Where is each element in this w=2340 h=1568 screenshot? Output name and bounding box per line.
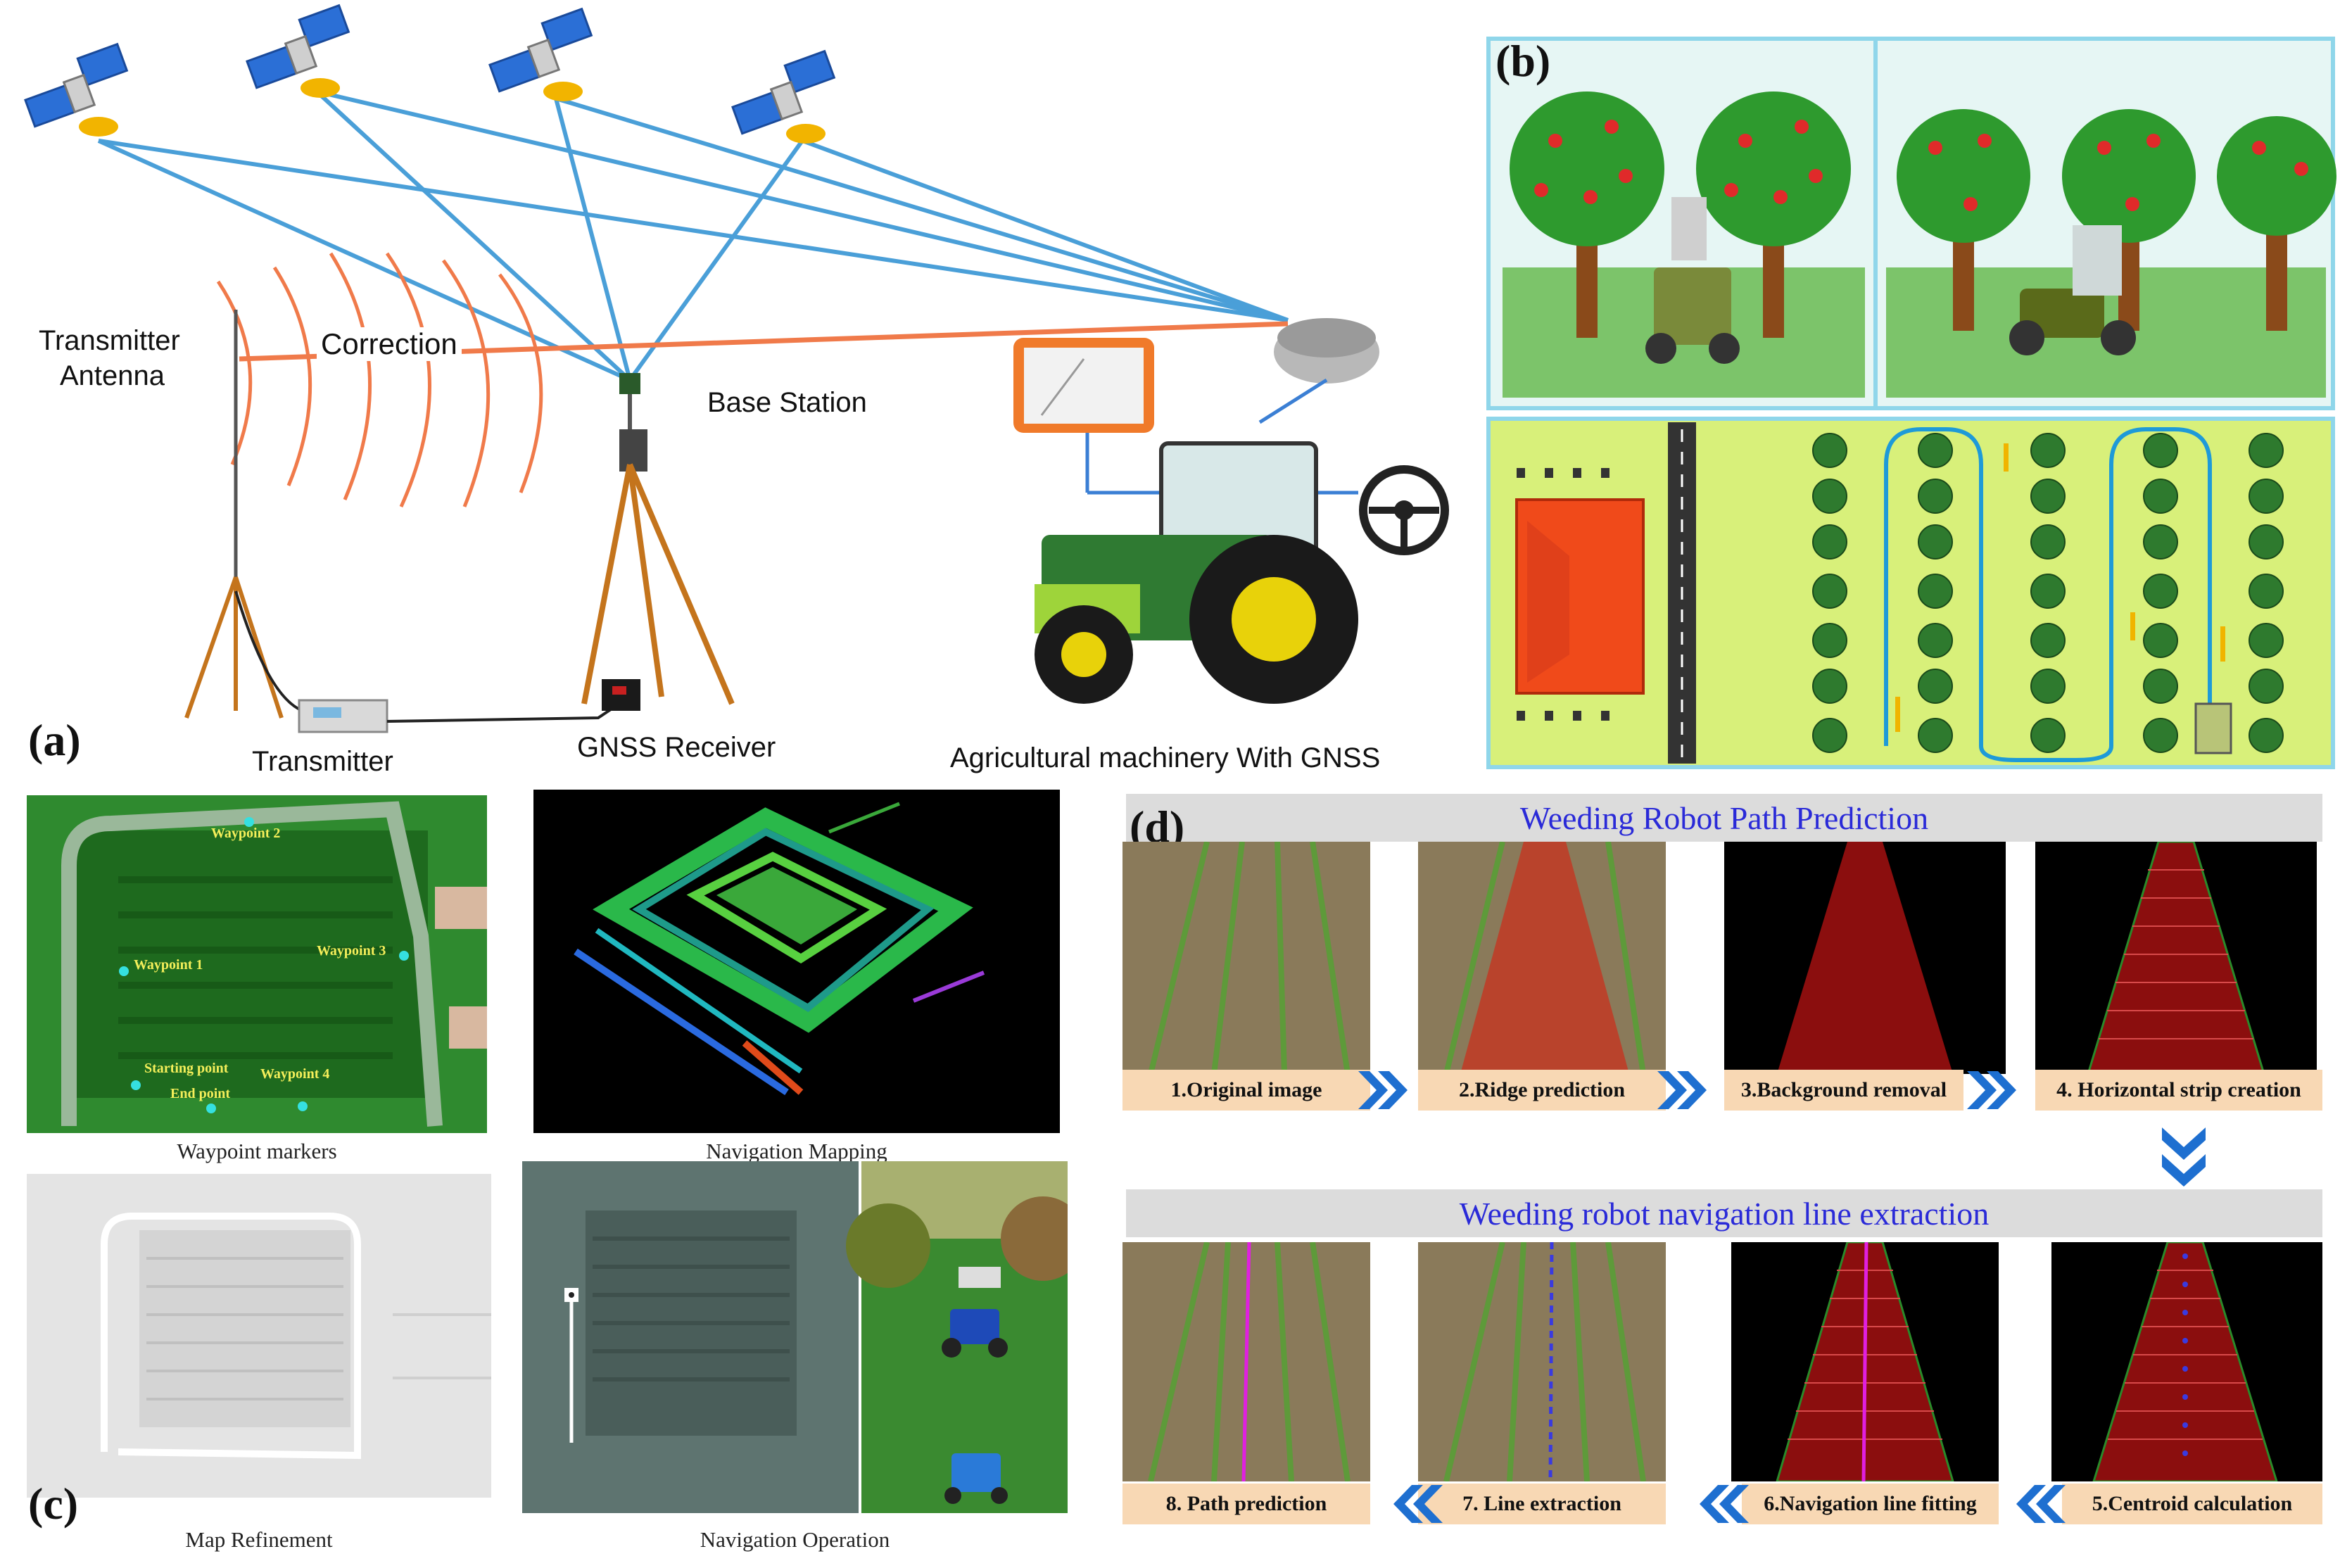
caption-waypoint-markers: Waypoint markers [177,1139,337,1163]
navigation-operation-image [522,1161,1068,1513]
panel-d: Weeding Robot Path Prediction (d) 1.Orig… [1119,788,2329,1562]
waypoint-label-end: End point [170,1086,231,1101]
panel-c: Waypoint 2 Waypoint 1 Waypoint 3 Startin… [0,781,1098,1568]
chevron-right-icon [1657,1071,1707,1109]
chevron-right-icon [1358,1071,1408,1109]
step-label-7: 7. Line extraction [1418,1484,1666,1524]
label-transmitter-antenna-1: Transmitter [39,325,180,356]
step-image-original [1122,842,1370,1074]
caption-map-refinement: Map Refinement [185,1527,333,1552]
step-image-background-removal [1724,842,2006,1074]
label-agricultural-machinery: Agricultural machinery With GNSS [950,742,1381,773]
correction-arcs [216,252,543,508]
gnss-receiver-icon [602,679,640,711]
label-base-station: Base Station [707,387,867,418]
waypoint-label-2: Waypoint 2 [211,826,281,841]
step-image-strip-creation [2035,842,2317,1074]
chevron-down-icon [2162,1127,2206,1187]
step-label-8: 8. Path prediction [1122,1484,1370,1524]
chevron-right-icon [1967,1071,2016,1109]
label-correction: Correction [317,327,462,361]
map-refinement-image [27,1174,491,1498]
satellite-icon [246,4,350,98]
base-station-tripod-icon [581,373,735,705]
steering-wheel-icon [1359,465,1449,555]
waypoint-label-1: Waypoint 1 [134,957,203,973]
tablet-icon [1013,338,1154,433]
chevron-left-icon [1700,1485,1749,1523]
panel-a-illustration [24,4,1449,733]
label-gnss-receiver: GNSS Receiver [577,732,776,763]
label-transmitter: Transmitter [252,746,393,777]
panel-c-letter: (c) [28,1479,79,1529]
label-transmitter-antenna-2: Antenna [60,360,165,391]
caption-navigation-operation: Navigation Operation [700,1527,890,1552]
step-image-line-fitting [1731,1242,1999,1481]
waypoint-label-4: Waypoint 4 [260,1066,330,1082]
step-image-ridge [1418,842,1666,1074]
plant-rows [1812,433,2284,753]
step-label-2: 2.Ridge prediction [1418,1070,1666,1111]
satellite-icon [24,42,129,137]
orchard-scene-2 [1886,109,2336,398]
banner-navigation-line-extraction: Weeding robot navigation line extraction [1126,1189,2322,1237]
field-map [1515,422,2284,764]
waypoint-map-image [27,795,487,1133]
step-image-line-extraction [1418,1242,1666,1481]
waypoint-label-start: Starting point [144,1061,229,1076]
panel-a-letter: (a) [28,715,81,765]
gnss-antenna-icon [1085,318,1379,495]
chevron-left-icon [2016,1485,2066,1523]
satellite-signal-lines [97,89,1289,382]
satellite-icon [731,49,836,144]
chevron-left-icon [1393,1485,1443,1523]
step-label-4: 4. Horizontal strip creation [2035,1070,2322,1111]
panel-b-illustration [1486,37,2336,769]
waypoint-label-3: Waypoint 3 [317,943,386,959]
orchard-scene-1 [1503,91,1865,398]
navigation-mapping-image [533,790,1060,1133]
banner-path-prediction: Weeding Robot Path Prediction [1126,794,2322,842]
transmitter-box-icon [298,699,621,733]
step-label-6: 6.Navigation line fitting [1742,1484,1999,1524]
satellite-icon [488,7,593,101]
step-label-1: 1.Original image [1122,1070,1370,1111]
panel-a: (a) Transmitter Antenna Correction Base … [0,0,1464,781]
caption-navigation-mapping: Navigation Mapping [706,1139,887,1163]
panel-b: (b) [1485,35,2336,771]
step-image-centroid-calculation [2051,1242,2322,1481]
tractor-icon [1035,441,1358,704]
panel-b-letter: (b) [1495,36,1551,86]
transmitter-antenna-icon [184,310,304,725]
step-image-path-prediction [1122,1242,1370,1481]
step-label-3: 3.Background removal [1724,1070,1963,1111]
step-label-5: 5.Centroid calculation [2062,1484,2322,1524]
